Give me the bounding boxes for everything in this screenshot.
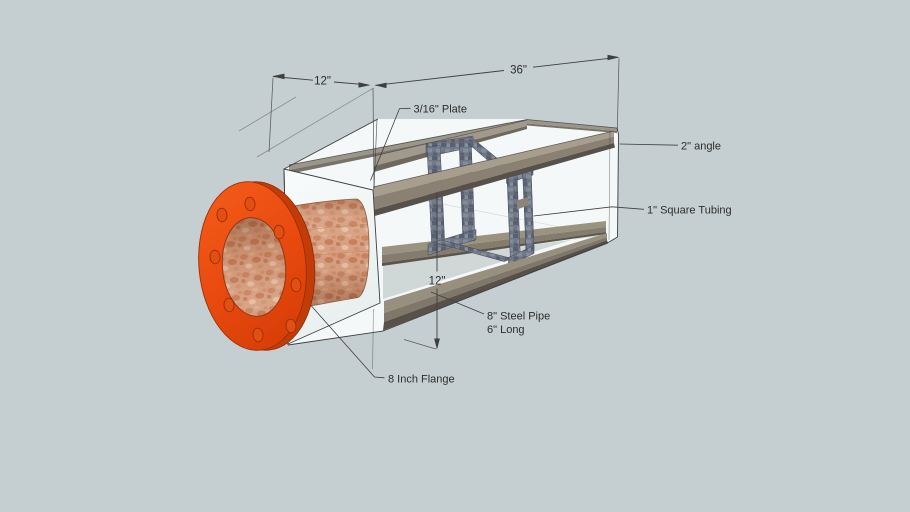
label-square-tubing: 1" Square Tubing bbox=[647, 205, 732, 217]
leader-pipe bbox=[430, 291, 485, 315]
dimension-width-36 bbox=[374, 54, 620, 89]
leader-tubing bbox=[533, 206, 645, 217]
label-steel-pipe-line2: 6" Long bbox=[487, 324, 525, 336]
mounting-tab bbox=[517, 197, 528, 210]
flange-bolt-hole bbox=[273, 224, 285, 240]
cross-frame-2 bbox=[506, 165, 535, 267]
label-steel-pipe-line1: 8" Steel Pipe bbox=[487, 311, 550, 323]
cross-frame-1-bottom-beam bbox=[427, 229, 477, 256]
frame-bottom-opening bbox=[383, 231, 600, 299]
flange-bolt-hole bbox=[244, 196, 256, 212]
frame-edges bbox=[283, 118, 619, 346]
arrow-left bbox=[272, 73, 285, 80]
pipe-flange bbox=[198, 181, 316, 351]
label-angle: 2" angle bbox=[681, 141, 721, 153]
dimension-height-12 bbox=[434, 193, 440, 350]
flange-bolt-holes bbox=[209, 196, 302, 343]
flange-bolt-hole bbox=[209, 249, 221, 265]
label-plate: 3/16" Plate bbox=[414, 104, 467, 116]
top-near-rail bbox=[372, 130, 615, 217]
arrow-right bbox=[607, 54, 620, 61]
leader-angle bbox=[619, 143, 679, 146]
flange-bolt-hole bbox=[223, 297, 235, 313]
arrow-left bbox=[374, 82, 387, 89]
extension-lines bbox=[238, 58, 620, 370]
leader-plate bbox=[370, 107, 411, 181]
dimensions bbox=[238, 54, 679, 379]
flange-bore-shading bbox=[221, 217, 287, 317]
leader-flange bbox=[310, 305, 385, 379]
leader-lines bbox=[310, 107, 679, 379]
flange-bolt-hole bbox=[252, 327, 264, 343]
label-flange: 8 Inch Flange bbox=[388, 374, 455, 386]
dim-label-12-width: 12" bbox=[314, 76, 331, 88]
flange-bolt-hole bbox=[216, 207, 228, 223]
arrow-down bbox=[434, 338, 440, 350]
flange-bolt-hole bbox=[290, 277, 302, 293]
dim-label-36-width: 36" bbox=[510, 65, 527, 77]
dimension-width-12 bbox=[272, 73, 371, 88]
dim-label-12-height: 12" bbox=[429, 276, 446, 288]
bottom-near-rail bbox=[383, 233, 608, 331]
annotation-labels: 12" 36" 12" 3/16" Plate 2" angle 1" Squa… bbox=[314, 65, 732, 386]
arrow-right bbox=[358, 82, 371, 88]
flange-bolt-hole bbox=[285, 318, 297, 334]
